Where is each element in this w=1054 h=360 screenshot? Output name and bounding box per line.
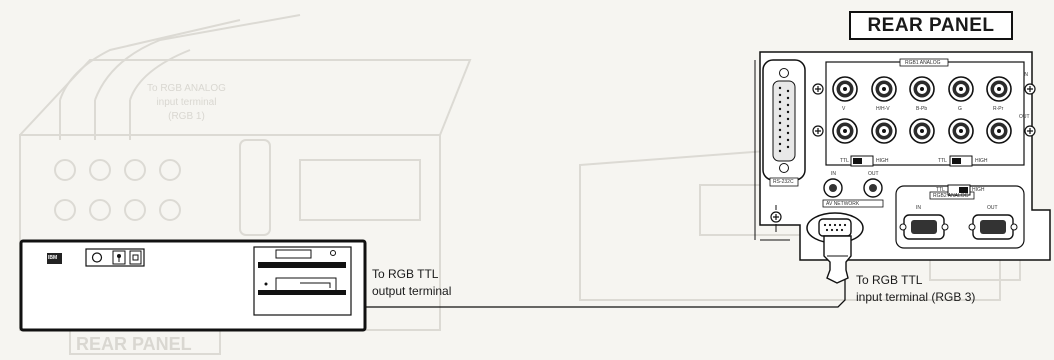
pc-unit: [19, 239, 367, 332]
rgb-ttl-output-label: To RGB TTL output terminal: [372, 266, 451, 300]
rear-panel-title: REAR PANEL: [849, 11, 1013, 40]
high-label-3: HIGH: [972, 187, 985, 193]
rgb1-out-label: OUT: [1019, 114, 1030, 120]
high-label-1: HIGH: [876, 158, 889, 164]
rgb1-analog-label: RGB1 ANALOG: [905, 60, 941, 66]
ttl-high-switch-1: [850, 155, 874, 167]
ttl-label-1: TTL: [840, 158, 849, 164]
rgb2-in-port: [899, 214, 949, 240]
pc-brand-label: IBM: [48, 255, 58, 261]
rgb2-out-label: OUT: [987, 205, 998, 211]
row-label-b: B-Pb: [916, 106, 928, 112]
rgb-ttl-output-line-1: To RGB TTL: [372, 267, 439, 281]
ghost-to-rgb-analog: To RGB ANALOG input terminal (RGB 1): [147, 82, 226, 124]
row-label-r: R-Pr: [993, 106, 1004, 112]
row-label-g: G: [958, 106, 962, 112]
rgb2-in-label: IN: [916, 205, 921, 211]
av-network-label: AV NETWORK: [826, 201, 860, 207]
rs232c-label: RS-232C: [773, 179, 794, 185]
rgb-ttl-input-label: To RGB TTL input terminal (RGB 3): [856, 272, 975, 306]
ttl-cable-plug: [823, 235, 852, 284]
rgb-ttl-input-line-2: input terminal (RGB 3): [856, 290, 976, 304]
av-network-ports: [822, 178, 884, 208]
av-out-label: OUT: [868, 171, 879, 177]
rgb-ttl-input-line-1: To RGB TTL: [856, 273, 923, 287]
ttl-label-3: TTL: [936, 187, 945, 193]
ghost-line-1: To RGB ANALOG: [147, 83, 226, 94]
rgb1-in-label: IN: [1023, 72, 1028, 78]
ghost-rear-panel: REAR PANEL: [76, 334, 192, 354]
rs232c-port: [762, 59, 806, 187]
ttl-label-2: TTL: [938, 158, 947, 164]
high-label-2: HIGH: [975, 158, 988, 164]
rear-panel: [754, 51, 1051, 284]
av-in-label: IN: [831, 171, 836, 177]
row-label-v: V: [842, 106, 846, 112]
rgb-ttl-output-line-2: output terminal: [372, 284, 452, 298]
rgb2-out-port: [968, 214, 1018, 240]
ghost-line-2: input terminal: [156, 97, 217, 108]
ghost-line-3: (RGB 1): [168, 111, 205, 122]
row-label-h: H/H-V: [876, 106, 890, 112]
rgb2-analog-label: RGB2 ANALOG: [933, 193, 969, 199]
ttl-high-switch-2: [949, 155, 973, 167]
